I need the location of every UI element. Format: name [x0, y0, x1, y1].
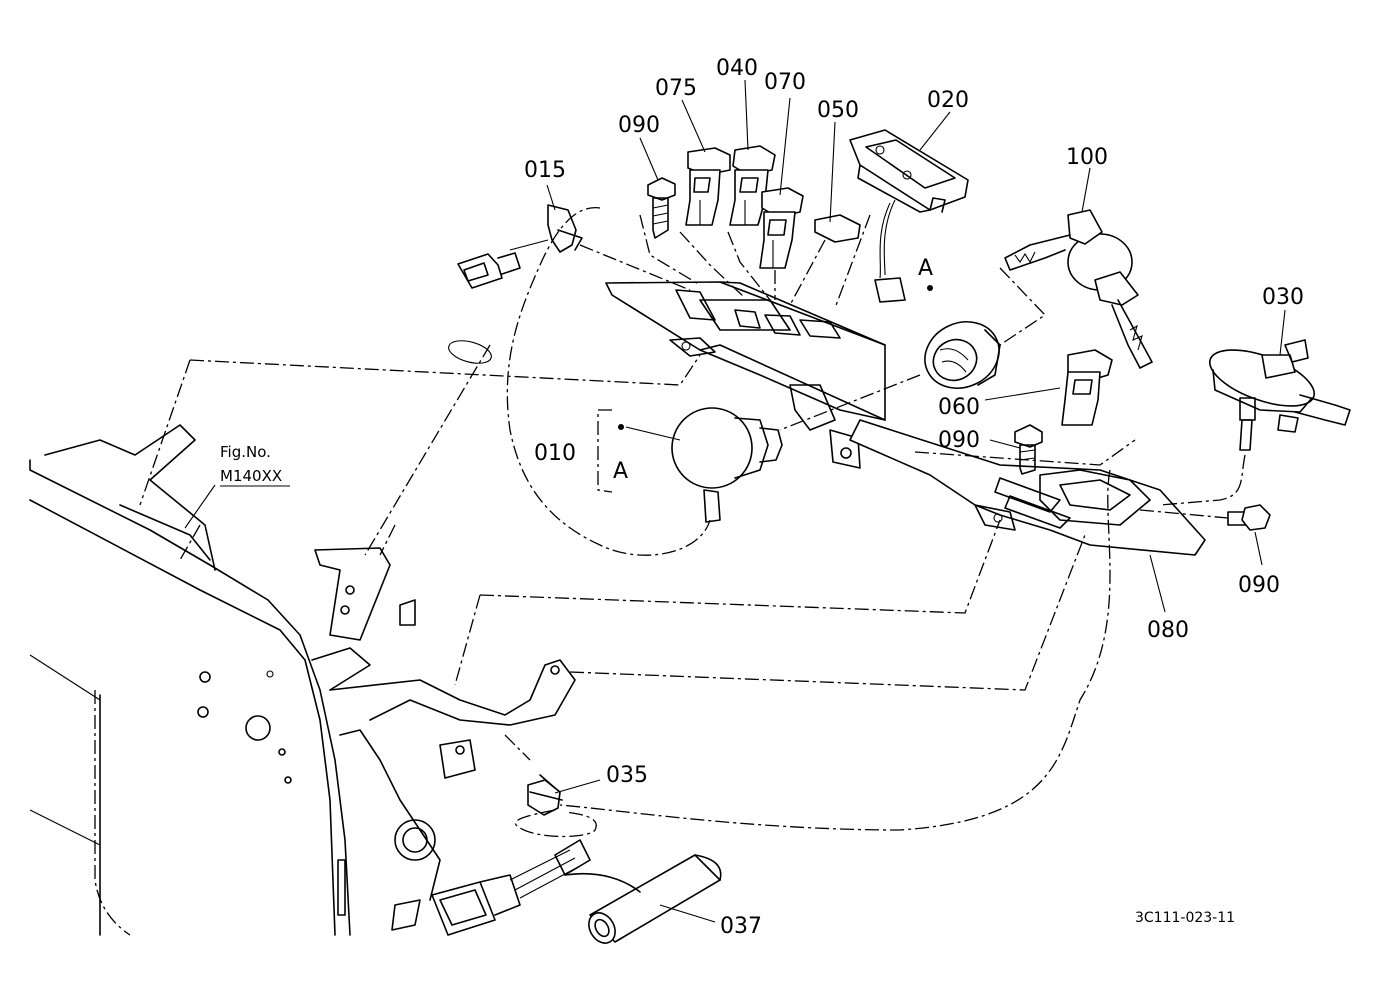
part-100-keys [1004, 209, 1153, 369]
harness-connector [431, 839, 641, 936]
label-090-middle: 090 [938, 428, 980, 453]
leader-lines [184, 79, 1286, 923]
part-010-buzzer [671, 407, 783, 523]
part-050-plug [814, 214, 861, 243]
part-020-display [849, 129, 969, 303]
switch-panel [605, 281, 886, 469]
detail-a-bracket [597, 285, 933, 493]
mount-bracket [311, 547, 576, 931]
part-035-clip [527, 774, 563, 816]
label-040: 040 [716, 56, 758, 81]
protective-tube [588, 854, 722, 944]
label-090-upper: 090 [618, 113, 660, 138]
detail-a-label-upper: A [918, 256, 933, 281]
label-070: 070 [764, 70, 806, 95]
label-060: 060 [938, 395, 980, 420]
label-080: 080 [1147, 618, 1189, 643]
part-labels: 015 010 020 030 035 037 040 050 060 070 … [220, 56, 1304, 939]
fig-ref-code: M140XX [220, 467, 282, 485]
detail-a-label-lower: A [613, 459, 628, 484]
part-090-bolt-middle [1014, 424, 1043, 475]
part-070-switch [759, 187, 804, 269]
label-075: 075 [655, 76, 697, 101]
part-090-bolt-upper [647, 177, 676, 239]
part-090-bolt-right [1227, 504, 1271, 531]
part-015-clip [457, 204, 583, 289]
label-010: 010 [534, 441, 576, 466]
label-090-right: 090 [1238, 573, 1280, 598]
assembly-lines [139, 207, 1246, 838]
part-040-switch [729, 145, 776, 226]
label-020: 020 [927, 88, 969, 113]
part-030-key-switch [1208, 339, 1351, 451]
part-075-switch [685, 147, 731, 226]
drawing-code: 3C111-023-11 [1135, 910, 1235, 926]
part-060-switch [1061, 349, 1113, 426]
mount-plate [849, 419, 1206, 556]
part-060-grommet-a [924, 321, 1001, 389]
label-050: 050 [817, 98, 859, 123]
fig-ref-title: Fig.No. [220, 443, 271, 461]
machine-frame [29, 424, 351, 936]
label-100: 100 [1066, 145, 1108, 170]
label-035: 035 [606, 763, 648, 788]
label-015: 015 [524, 158, 566, 183]
label-030: 030 [1262, 285, 1304, 310]
label-037: 037 [720, 914, 762, 939]
